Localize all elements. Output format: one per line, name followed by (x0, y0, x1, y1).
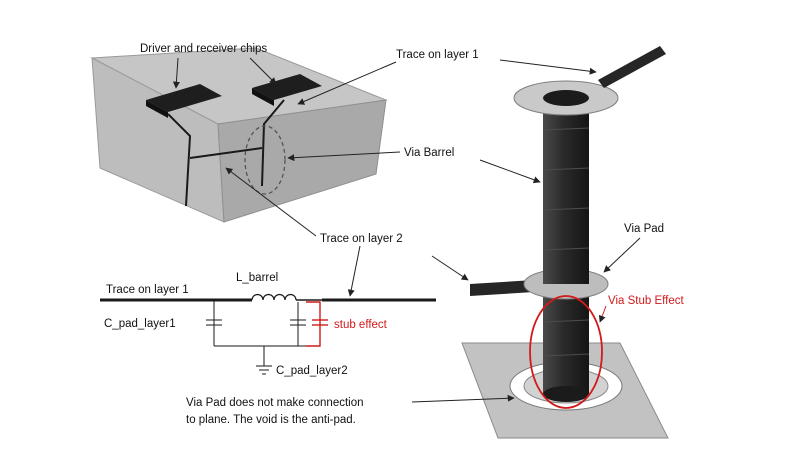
arrow-trace2-schematic (347, 245, 361, 297)
label-schematic-trace-layer1: Trace on layer 1 (106, 284, 189, 296)
label-c-pad-layer2: C_pad_layer2 (276, 365, 348, 377)
schematic-wires (100, 298, 436, 375)
pcb-block (90, 47, 388, 223)
arrow-trace1-board (297, 61, 397, 105)
chip-left (146, 84, 222, 118)
label-via-stub-effect: Via Stub Effect (608, 295, 684, 307)
label-no-connection-line2: to plane. The void is the anti-pad. (186, 414, 356, 426)
equivalent-circuit (100, 293, 436, 375)
label-no-connection-line1: Via Pad does not make connection (186, 397, 364, 409)
via-stub-ellipse (529, 295, 603, 409)
arrow-via-barrel-3d (479, 159, 541, 184)
trace-layer1-3d (598, 46, 666, 88)
chip-right (252, 74, 322, 106)
via-barrel-lower (543, 290, 589, 394)
trace-layer2-3d (470, 280, 534, 296)
label-trace-layer2: Trace on layer 2 (320, 233, 403, 245)
arrow-stub (598, 305, 607, 323)
arrow-via-barrel-board (287, 151, 401, 162)
label-c-pad-layer1: C_pad_layer1 (104, 318, 176, 330)
label-stub-effect: stub effect (334, 319, 388, 331)
label-trace-layer1-top: Trace on layer 1 (396, 49, 479, 61)
board-traces (167, 99, 285, 207)
via-dashed-highlight (244, 125, 286, 195)
label-driver-receiver-chips: Driver and receiver chips (140, 43, 267, 55)
arrow-trace2-via (431, 255, 469, 281)
via-barrel-upper (543, 98, 589, 284)
arrow-via-pad (603, 237, 641, 273)
arrow-anti-pad (411, 394, 515, 403)
label-via-pad: Via Pad (624, 223, 664, 235)
via-top-hole (543, 90, 589, 106)
arrow-chips-right (249, 57, 277, 85)
stub-effect-capacitor (306, 301, 328, 347)
c-pad-layer1-capacitor (206, 319, 222, 326)
callout-arrows (172, 57, 641, 403)
arrow-chips-left (172, 57, 180, 89)
via-structure (461, 46, 669, 439)
label-l-barrel: L_barrel (236, 272, 278, 284)
barrel-stripes (542, 127, 590, 357)
l-barrel-inductor (251, 293, 297, 301)
via-barrel-bottom (543, 386, 589, 402)
board-front-face (217, 99, 387, 223)
arrow-trace2-board (225, 167, 317, 237)
arrow-trace1-via (499, 59, 597, 75)
label-via-barrel: Via Barrel (404, 147, 454, 159)
c-pad-layer2-capacitor (290, 302, 306, 346)
